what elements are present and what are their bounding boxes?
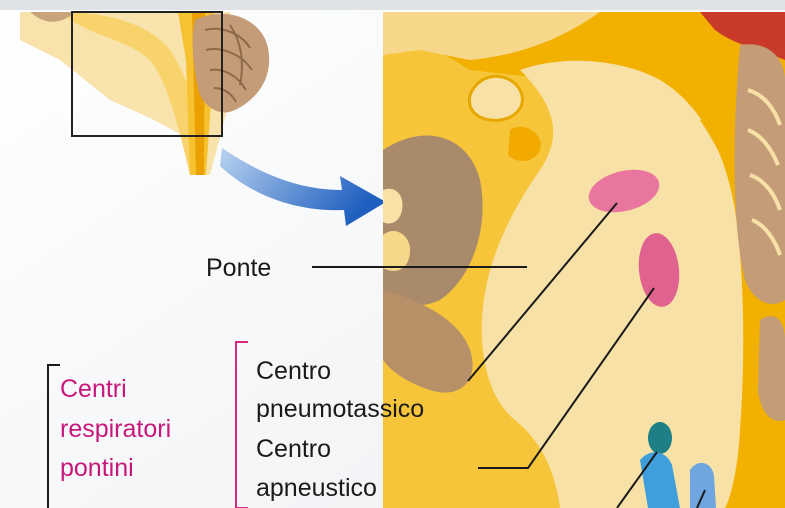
cerebellum-folia [735, 44, 785, 304]
centri-respiratori-label-line1: Centri [60, 375, 127, 403]
zoomed-pons-illustration [383, 12, 785, 508]
centro-apneustico-label-line2: apneustico [256, 474, 377, 502]
ponte-label: Ponte [206, 254, 271, 282]
centro-pneumotassico-label-line2: pneumotassico [256, 395, 424, 423]
centro-pneumotassico-label-line1: Centro [256, 357, 331, 385]
centro-apneustico-label-line1: Centro [256, 435, 331, 463]
medullary-nucleus-teal [648, 422, 672, 454]
centri-respiratori-label-line2: respiratori [60, 415, 171, 443]
centri-respiratori-label-line3: pontini [60, 454, 134, 482]
